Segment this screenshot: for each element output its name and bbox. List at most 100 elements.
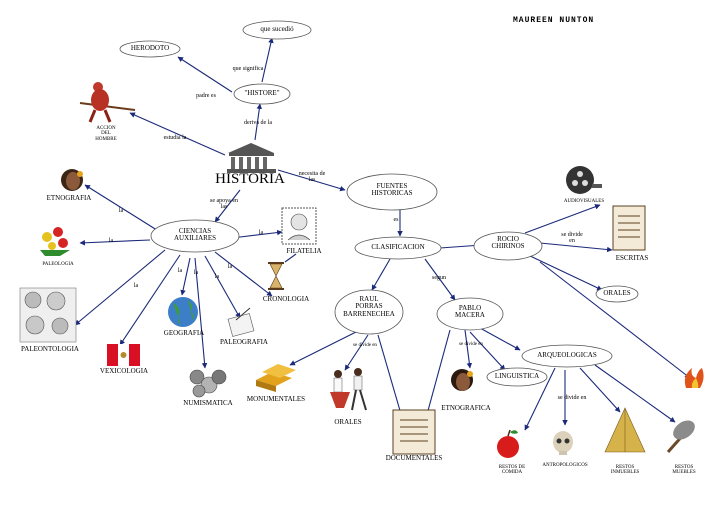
edge-historie-que-sucedio xyxy=(261,37,274,83)
ellipse-clasificacion xyxy=(354,236,442,260)
fire-icon xyxy=(684,368,704,388)
edge-ciencias-filatelia xyxy=(231,229,283,239)
coins-icon xyxy=(189,369,227,398)
hourglass-icon xyxy=(268,262,284,290)
girl-face-icon xyxy=(451,369,473,391)
node-orales: ORALES xyxy=(603,289,631,297)
edge-ciencias-vexicologia xyxy=(119,254,181,346)
caption-filatelia: FILATELIA xyxy=(286,247,322,255)
caption-geografia: GEOGRAFIA xyxy=(163,329,205,337)
edge-pablo-arqueologicas xyxy=(479,327,521,351)
caption-monumentales: MONUMENTALES xyxy=(246,395,306,403)
edge-hourglass-mark xyxy=(284,253,297,263)
document-scroll-icon xyxy=(612,205,646,251)
edge-arq-comida xyxy=(524,367,556,431)
caveman-icon xyxy=(79,82,136,123)
edge-raul-orales xyxy=(344,334,369,371)
edge-ciencias-paleontologia xyxy=(74,249,166,326)
caption-escritas: ESCRITAS xyxy=(615,254,649,262)
ellipse-orales xyxy=(595,285,639,303)
stone-axe-icon xyxy=(666,420,695,453)
connector-segun: segun xyxy=(432,275,446,281)
connector-se-apoya-en-las: se apoya en las xyxy=(210,198,238,211)
connector-la-8: la xyxy=(258,230,264,236)
caption-paleografia: PALEOGRAFIA xyxy=(220,338,268,346)
scroll-icon xyxy=(392,409,436,455)
connector-necesita-de-las: necesita de las xyxy=(298,171,326,184)
connector-que-significa: que significa xyxy=(232,66,264,72)
caption-orales: ORALES xyxy=(334,418,362,426)
gold-bars-icon xyxy=(256,364,296,392)
edge-rocio-orales xyxy=(527,254,603,291)
caption-numismatica: NUMISMATICA xyxy=(183,399,233,407)
caption-paleontologia: PALEONTOLOGIA xyxy=(21,345,79,353)
node-ciencias-auxiliares: CIENCIAS AUXILIARES xyxy=(174,227,216,243)
edge-ciencias-etnografia xyxy=(84,184,161,233)
node-arqueologicas: ARQUEOLOGICAS xyxy=(537,351,597,359)
flowers-icon xyxy=(40,227,70,256)
caption-restos-muebles: RESTOS MUEBLES xyxy=(672,465,696,476)
ellipse-rocio xyxy=(473,231,543,261)
node-pablo-macera: PABLO MACERA xyxy=(455,304,485,320)
edge-pablo-linguistica xyxy=(469,331,506,371)
ellipse-raul xyxy=(334,289,404,335)
connector-la-7: la xyxy=(227,264,233,270)
skull-icon xyxy=(553,431,573,455)
edge-raul-monumentales xyxy=(289,329,361,366)
connector-estudia-la: estudia la xyxy=(163,135,187,141)
connector-deriva-de-la: deriva de la xyxy=(244,120,272,126)
node-rocio-chirinos: ROCIO CHIRINOS xyxy=(491,235,525,251)
edge-rocio-audiovisuales xyxy=(524,204,601,234)
edge-ciencias-numismatica xyxy=(194,257,208,369)
connector-la-1: la xyxy=(118,208,124,214)
edge-rocio-arqueologicas xyxy=(539,261,691,379)
connector-la-6: la xyxy=(214,274,220,280)
node-linguistica: LINGUISTICA xyxy=(494,372,540,380)
node-raul-porras: RAUL PORRAS BARRENECHEA xyxy=(343,295,395,318)
node-shapes xyxy=(119,20,639,387)
node-accion-del-hombre: ACCION DEL HOMBRE xyxy=(95,126,117,142)
connector-la-4: la xyxy=(177,268,183,274)
peru-flag-icon xyxy=(107,344,140,366)
connector-es: es xyxy=(393,217,399,223)
caption-etnografica: ETNOGRAFICA xyxy=(441,404,491,412)
author-name: MAUREEN NUNTON xyxy=(513,16,595,25)
ellipse-fuentes xyxy=(346,173,438,211)
connector-padre-es: padre es xyxy=(196,93,216,99)
film-reel-icon xyxy=(566,166,602,194)
edges xyxy=(74,37,691,446)
caption-etnografia: ETNOGRAFIA xyxy=(46,194,92,202)
node-fuentes-historicas: FUENTES HISTORICAS xyxy=(371,182,413,198)
edge-historie-herodoto xyxy=(177,56,233,93)
caption-paleologia: PALEOLOGIA xyxy=(42,262,74,267)
edge-ciencias-paleologia xyxy=(79,239,151,246)
globe-icon xyxy=(168,297,198,327)
connector-se-divide-en-1: se divide en xyxy=(353,343,377,348)
connector-la-5: la xyxy=(193,270,199,276)
edge-historia-ciencias xyxy=(214,189,241,223)
apple-icon xyxy=(497,429,519,458)
ellipse-linguistica xyxy=(486,367,548,387)
ellipse-historie xyxy=(233,83,291,105)
node-herodoto: HERODOTO xyxy=(130,44,170,52)
edge-rocio-escritas xyxy=(539,242,613,253)
ellipse-ciencias xyxy=(150,219,240,253)
caption-documentales: DOCUMENTALES xyxy=(385,454,443,462)
ellipse-arqueologicas xyxy=(521,344,613,368)
connector-se-divide-en-2: se divide en xyxy=(459,342,483,347)
caption-cronologia: CRONOLOGIA xyxy=(262,295,310,303)
caption-restos-inmuebles: RESTOS INMUEBLES xyxy=(610,465,640,476)
ellipse-pablo xyxy=(436,297,504,331)
ellipse-que-sucedio xyxy=(242,20,312,40)
caption-restos-de-comida: RESTOS DE COMIDA xyxy=(498,465,526,476)
ellipse-herodoto xyxy=(119,40,181,58)
edge-ciencias-geografia xyxy=(180,257,191,296)
quill-paper-icon xyxy=(227,307,255,337)
edge-historia-fuentes xyxy=(277,169,346,192)
woman-face-icon xyxy=(61,169,83,191)
node-historia: HISTORIA xyxy=(215,171,285,187)
caption-vexicologia: VEXICOLOGIA xyxy=(99,367,149,375)
edge-ciencias-cronologia xyxy=(214,251,273,297)
